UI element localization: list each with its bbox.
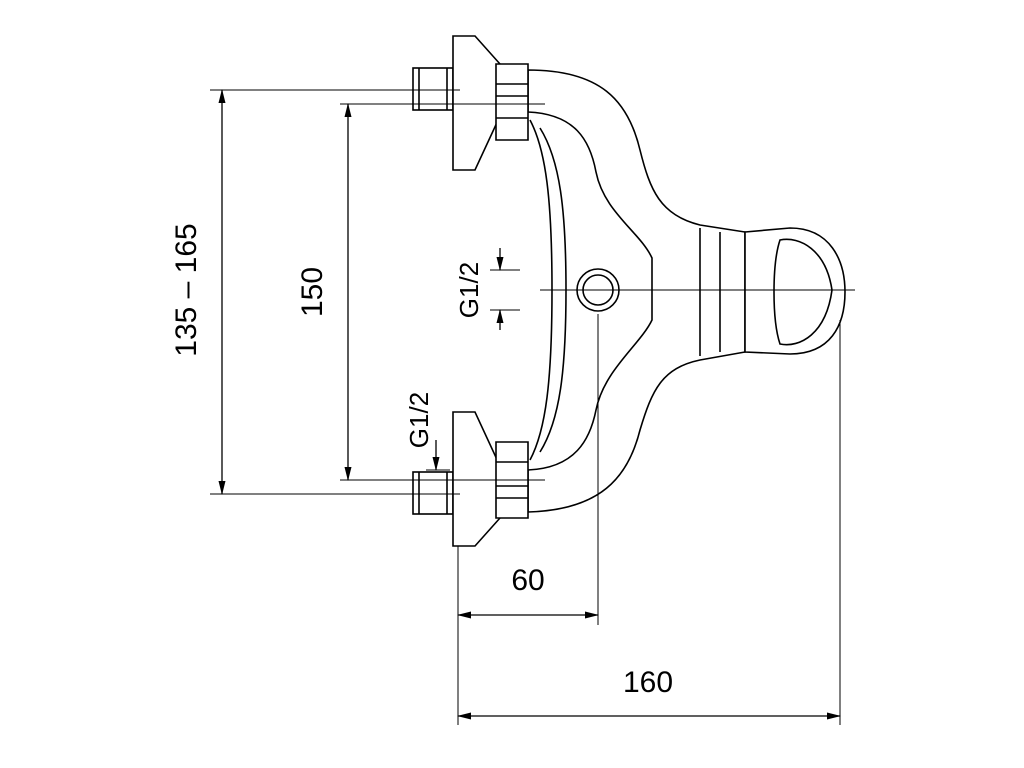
dimension-center-distance-label: 150 bbox=[296, 267, 329, 317]
dimension-height-range: 135 – 165 bbox=[170, 89, 226, 495]
dimension-outlet-offset-label: 60 bbox=[511, 564, 544, 597]
dimension-outlet-offset: 60 bbox=[457, 564, 599, 619]
upper-connector bbox=[412, 35, 529, 171]
extension-lines bbox=[210, 89, 855, 725]
dimension-outlet-thread-label: G1/2 bbox=[454, 262, 484, 318]
dimension-inlet-thread: G1/2 bbox=[404, 392, 450, 471]
dimension-center-distance: 150 bbox=[296, 103, 352, 481]
faucet-body bbox=[527, 69, 846, 513]
dimension-height-range-label: 135 – 165 bbox=[170, 223, 203, 356]
dimension-outlet-thread: G1/2 bbox=[454, 248, 520, 330]
dimension-total-depth-label: 160 bbox=[623, 666, 673, 699]
dimension-total-depth: 160 bbox=[457, 666, 841, 720]
dimension-inlet-thread-label: G1/2 bbox=[404, 392, 434, 448]
lower-connector bbox=[412, 411, 529, 547]
